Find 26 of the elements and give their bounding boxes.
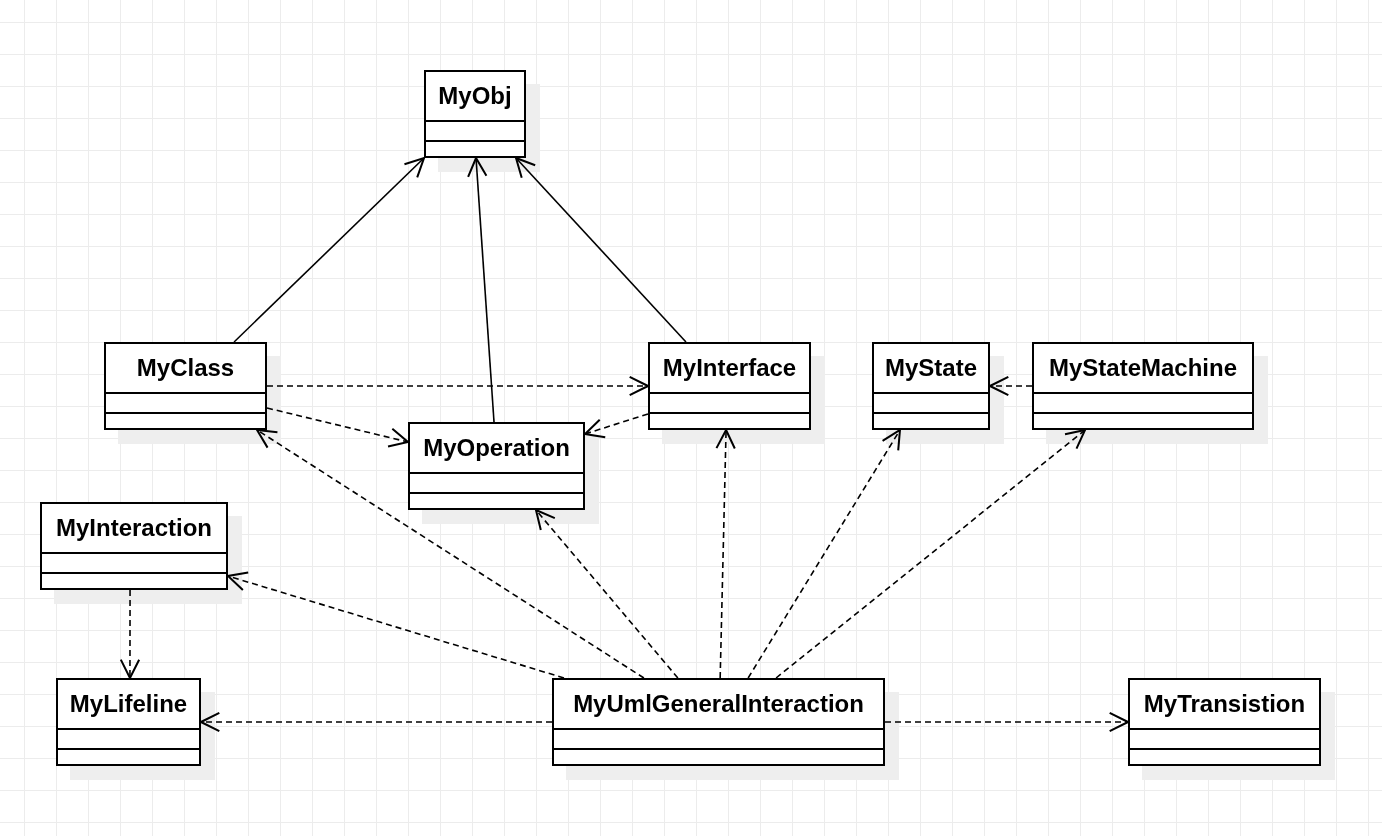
- class-name: MyClass: [136, 354, 235, 382]
- dependency-arrow: [266, 407, 409, 448]
- dependency-arrow: [227, 571, 565, 679]
- dependency-arrow: [534, 509, 679, 679]
- dependency-arrow: [775, 429, 1087, 679]
- class-name: MyUmlGeneralInteraction: [573, 690, 864, 718]
- dependency-arrow: [119, 589, 141, 679]
- association-arrow: [515, 157, 687, 343]
- dependency-arrow: [884, 711, 1129, 733]
- association-arrow: [467, 157, 495, 423]
- class-name: MyInterface: [662, 354, 797, 382]
- dependency-arrow: [266, 375, 649, 397]
- class-name: MyInteraction: [56, 514, 212, 542]
- dependency-arrow: [747, 429, 901, 679]
- association-arrow: [233, 157, 425, 343]
- dependency-arrow: [256, 429, 645, 679]
- dependency-arrow: [584, 413, 649, 439]
- class-name: MyObj: [438, 82, 512, 110]
- class-name: MyState: [885, 354, 977, 382]
- dependency-arrow: [200, 711, 553, 733]
- class-name: MyTransistion: [1143, 690, 1306, 718]
- dependency-arrow: [989, 375, 1033, 397]
- dependency-arrow: [715, 429, 736, 679]
- class-name: MyStateMachine: [1048, 354, 1238, 382]
- class-name: MyLifeline: [69, 690, 188, 718]
- class-name: MyOperation: [423, 434, 570, 462]
